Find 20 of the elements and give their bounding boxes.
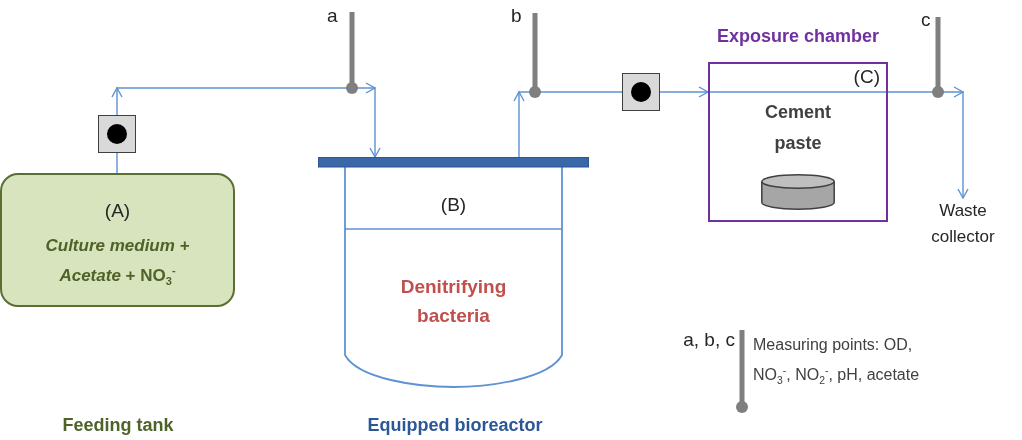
node-text: Cement paste xyxy=(764,101,832,155)
pump-box xyxy=(98,115,136,153)
pump-box xyxy=(622,73,660,111)
probe-label: b xyxy=(511,4,522,28)
node-letter: (A) xyxy=(104,199,131,223)
chamber-title: Exposure chamber xyxy=(716,25,880,48)
node-label: Waste collector xyxy=(930,198,996,250)
legend-text: Measuring points: OD, NO$_{3}$$^{-}$, NO$_{2}$$^{-}$, pH, acetate xyxy=(753,335,921,389)
node-letter: (C) xyxy=(853,65,880,89)
probe-label: c xyxy=(921,8,931,32)
connector-line xyxy=(116,152,118,174)
flow-arrow xyxy=(659,86,709,98)
node-text: Denitrifying bacteria xyxy=(400,275,507,328)
tank-box xyxy=(0,173,235,307)
probe-label: a, b, c xyxy=(683,328,735,352)
caption-text: Feeding tank xyxy=(62,414,174,437)
probe-label: a xyxy=(327,4,338,28)
node-caption: Equipped bioreactor xyxy=(367,414,543,437)
node-letter: (B) xyxy=(440,193,467,217)
bioreactor-vessel xyxy=(318,157,589,389)
